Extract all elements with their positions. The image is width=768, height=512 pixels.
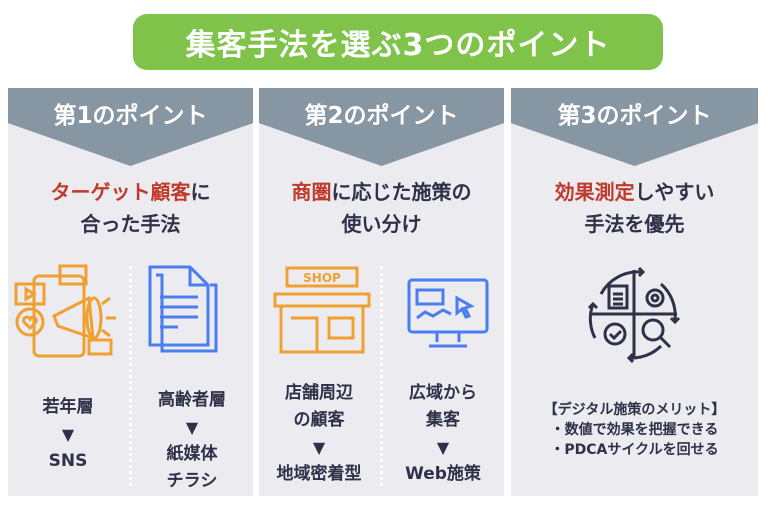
divider	[129, 266, 132, 486]
point-3-panel: 第3のポイント 効果測定しやすい手法を優先 【デジタル施策のメリット】・数値で効…	[511, 88, 758, 496]
point-1-header: 第1のポイント	[8, 88, 253, 166]
point-3-heading: 効果測定しやすい手法を優先	[511, 176, 758, 240]
target-senior: 高齢者層▼紙媒体チラシ	[158, 390, 226, 491]
sns-megaphone-icon	[14, 264, 116, 358]
local-customers: 店舗周辺の顧客▼地域密着型	[276, 383, 362, 484]
point-2-header-label: 第2のポイント	[304, 103, 459, 129]
document-icon	[148, 265, 218, 353]
shop-sign-text: SHOP	[303, 271, 341, 285]
point-2-header: 第2のポイント	[259, 88, 504, 166]
divider	[380, 266, 383, 486]
heading-text: に応じた施策の	[331, 180, 472, 204]
heading-emphasis: 効果測定	[554, 180, 635, 204]
point-2-panel: 第2のポイント 商圏に応じた施策の使い分け SHOP 店舗周辺の顧客▼地域密着型…	[259, 88, 504, 496]
point-3-header: 第3のポイント	[511, 88, 758, 166]
heading-emphasis: ターゲット顧客	[50, 180, 191, 204]
heading-text: しやすい	[634, 180, 715, 204]
heading-emphasis: 商圏	[291, 180, 332, 204]
heading-text: に	[190, 180, 211, 204]
point-1-panel: 第1のポイント ターゲット顧客に合った手法 若年層▼SNS 高齢者層▼紙媒体チラ…	[8, 88, 253, 496]
point-2-heading: 商圏に応じた施策の使い分け	[259, 176, 504, 240]
wide-area-customers: 広域から集客▼Web施策	[405, 383, 481, 484]
point-1-header-label: 第1のポイント	[53, 103, 208, 129]
shop-icon: SHOP	[273, 266, 371, 354]
digital-merits: 【デジタル施策のメリット】・数値で効果を把握できる・PDCAサイクルを回せる	[543, 402, 726, 458]
heading-line2: 合った手法	[80, 212, 181, 236]
pdca-cycle-icon	[587, 266, 681, 364]
target-young: 若年層▼SNS	[42, 397, 94, 471]
heading-line2: 使い分け	[341, 212, 422, 236]
page-title: 集客手法を選ぶ3つのポイント	[133, 14, 663, 70]
heading-line2: 手法を優先	[584, 212, 685, 236]
point-1-heading: ターゲット顧客に合った手法	[8, 176, 253, 240]
point-3-header-label: 第3のポイント	[557, 103, 712, 129]
web-monitor-icon	[407, 278, 489, 348]
